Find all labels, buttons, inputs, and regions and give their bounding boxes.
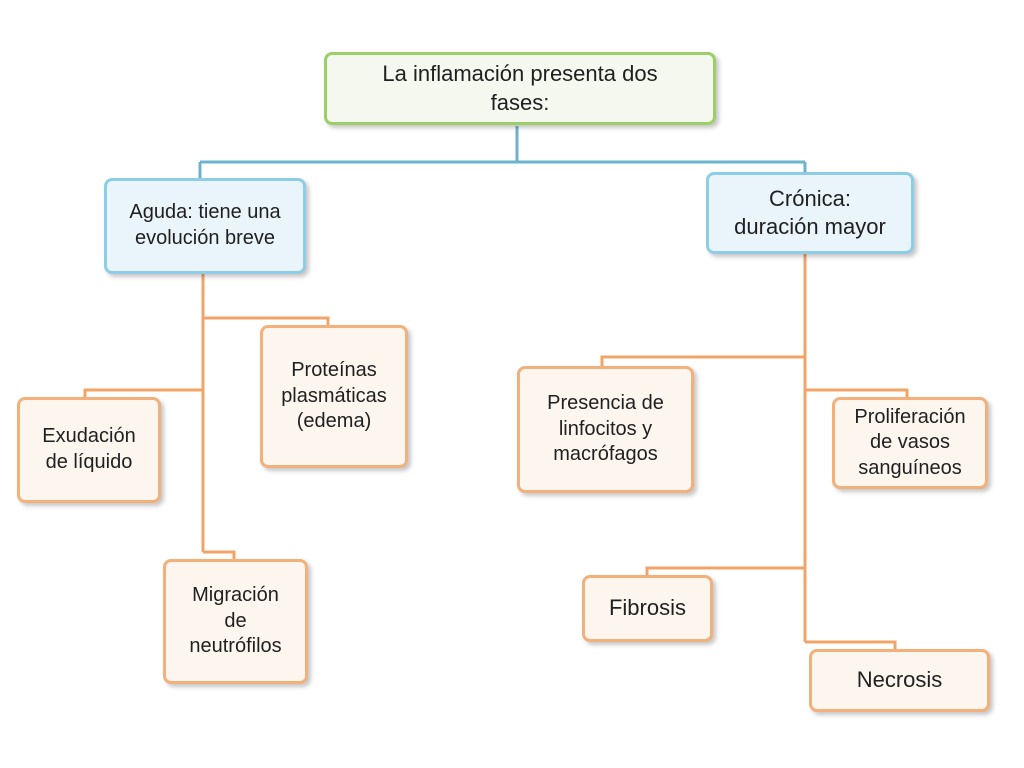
chronic-connectors [600,254,909,650]
connector-necrosis [805,640,897,650]
connector-proliferacion [805,388,909,398]
node-migracion-de-neutrofilos: Migración de neutrófilos [163,559,308,684]
node-exudacion-de-liquido: Exudación de líquido [17,397,161,503]
root-connectors [198,126,807,180]
connector-presencia [600,355,805,367]
node-proteinas-plasmaticas: Proteínas plasmáticas (edema) [260,325,408,468]
connector-migracion [203,550,236,560]
acute-phase-node: Aguda: tiene una evolución breve [104,178,306,274]
connector-exudacion [83,388,203,398]
acute-connectors [83,274,330,560]
connector-proteinas [203,316,330,326]
node-proliferacion-de-vasos: Proliferación de vasos sanguíneos [832,397,988,489]
node-necrosis: Necrosis [809,649,990,712]
node-presencia-de-linfocitos: Presencia de linfocitos y macrófagos [517,366,694,493]
root-node: La inflamación presenta dos fases: [324,52,716,125]
chronic-phase-node: Crónica: duración mayor [706,172,914,254]
node-fibrosis: Fibrosis [582,575,713,642]
connector-fibrosis [645,566,805,576]
